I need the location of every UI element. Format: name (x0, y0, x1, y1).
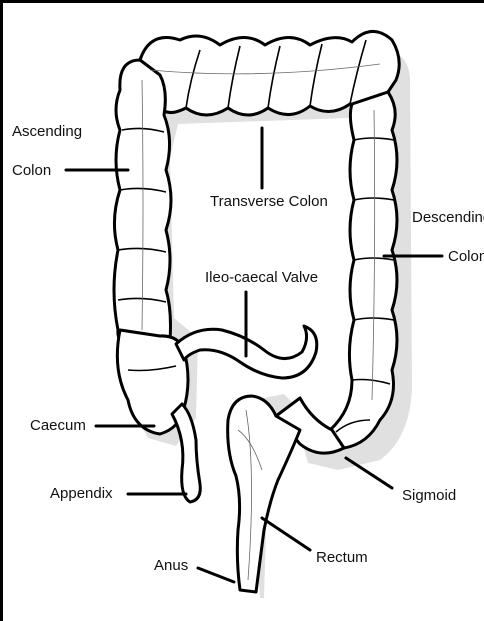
leader-rectum (262, 518, 310, 550)
leader-anus (198, 568, 234, 582)
label-transverse-colon: Transverse Colon (210, 193, 328, 210)
label-ileocaecal-valve: Ileo-caecal Valve (205, 269, 318, 286)
label-descending-colon-line1: Descending (412, 209, 484, 226)
label-descending-colon-line2: Colon (448, 248, 484, 265)
label-appendix: Appendix (50, 485, 113, 502)
descending-colon-shape (330, 92, 397, 448)
label-caecum: Caecum (30, 417, 86, 434)
label-ascending-colon-line2: Colon (12, 162, 51, 179)
label-rectum: Rectum (316, 549, 368, 566)
appendix-shape (172, 404, 200, 502)
label-sigmoid: Sigmoid (402, 487, 456, 504)
label-anus: Anus (154, 557, 188, 574)
label-ascending-colon-line1: Ascending (12, 123, 82, 140)
